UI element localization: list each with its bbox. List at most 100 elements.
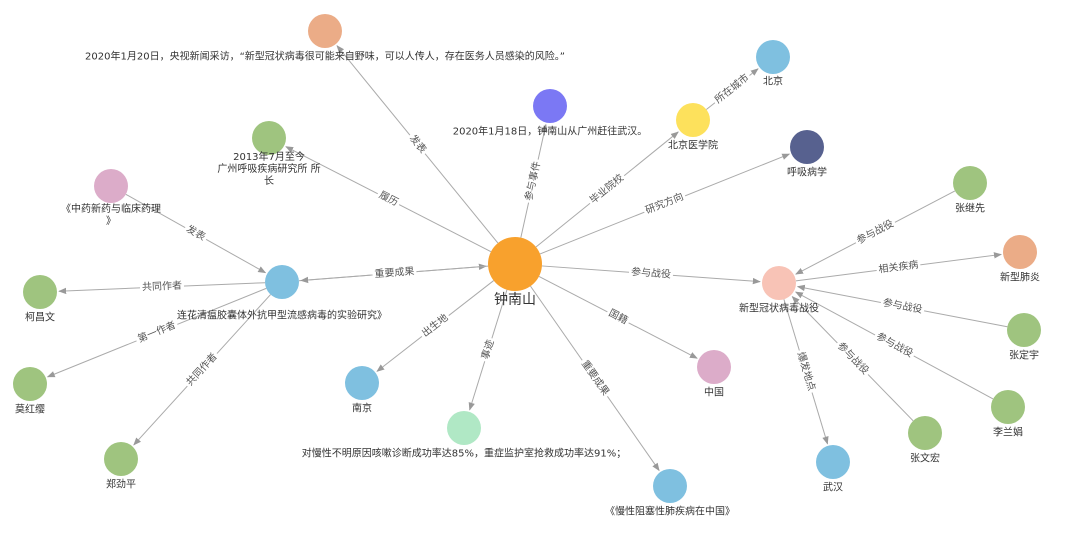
edge-label-background — [832, 338, 874, 380]
node-circle[interactable] — [953, 166, 987, 200]
node-label: 新型肺炎 — [1000, 271, 1040, 284]
edge-label: 参与战役 — [631, 265, 672, 281]
node-label: 《慢性阻塞性肺疾病在中国》 — [605, 505, 735, 518]
node-china[interactable]: 中国 — [697, 350, 731, 399]
edge-zhong-china: 国籍 — [538, 275, 698, 359]
edge-label: 相关疾病 — [878, 258, 919, 276]
node-circle[interactable] — [1007, 313, 1041, 347]
node-label: 中国 — [704, 386, 724, 399]
node-covid[interactable]: 新型冠状病毒战役 — [739, 266, 819, 315]
node-copd[interactable]: 《慢性阻塞性肺疾病在中国》 — [605, 469, 735, 518]
edge-covid-pneumonia: 相关疾病 — [795, 252, 1002, 282]
node-zhengjinping[interactable]: 郑劲平 — [104, 442, 138, 491]
edge-zhong-nanjing: 出生地 — [376, 280, 494, 372]
edge-label-background — [852, 216, 899, 249]
edge-label-background — [182, 348, 223, 391]
edge-label: 爆发地点 — [795, 350, 819, 392]
node-event18[interactable]: 2020年1月18日，钟南山从广州赶往武汉。 — [453, 89, 648, 138]
edge-label-background — [404, 130, 431, 159]
node-achieve[interactable]: 对慢性不明原因咳嗽诊断成功率达85%，重症监护室抢救成功率达91%； — [302, 411, 626, 460]
edge-label-background — [585, 170, 629, 209]
edge-label: 重要成果 — [579, 358, 613, 398]
node-zhangwenhong[interactable]: 张文宏 — [908, 416, 942, 465]
edge-label-background — [576, 356, 614, 401]
node-circle[interactable] — [104, 442, 138, 476]
node-label: 南京 — [352, 402, 372, 415]
edge-label-background — [641, 189, 688, 219]
node-label: 新型冠状病毒战役 — [739, 302, 819, 315]
node-circle[interactable] — [94, 169, 128, 203]
node-circle[interactable] — [697, 350, 731, 384]
edge-zhong-paper: 重要成果 — [300, 264, 489, 284]
node-circle[interactable] — [265, 265, 299, 299]
node-circle[interactable] — [308, 14, 342, 48]
node-zhangjixian[interactable]: 张继先 — [953, 166, 987, 215]
edge-label-background — [710, 69, 754, 109]
nodes-layer: 钟南山 2020年1月20日，央视新闻采访，“新型冠状病毒很可能来自野味，可以人传… — [13, 14, 1041, 518]
node-circle[interactable] — [1003, 235, 1037, 269]
edge-label-background — [521, 158, 545, 205]
edges-layer: 发表参与事件履历毕业院校所在城市研究方向共同作者重要成果发表共同作者第一作者共同… — [46, 45, 1008, 472]
edge-label: 研究方向 — [643, 190, 685, 217]
edge-label-background — [792, 348, 819, 395]
node-wuhan[interactable]: 武汉 — [816, 445, 850, 494]
node-kechangwen[interactable]: 柯昌文 — [23, 275, 57, 324]
edge-label-background — [372, 264, 417, 282]
edge-label: 所在城市 — [712, 71, 751, 106]
node-label: 北京 — [763, 75, 783, 88]
edge-pkmc-beijing: 所在城市 — [706, 68, 759, 110]
edge-label-background — [133, 317, 180, 348]
node-label: 连花清瘟胶囊体外抗甲型流感病毒的实验研究》 — [177, 309, 387, 322]
node-circle[interactable] — [756, 40, 790, 74]
edge-zhong-resume: 履历 — [285, 146, 492, 253]
edge-label-background — [871, 328, 918, 363]
node-circle[interactable] — [816, 445, 850, 479]
node-quote[interactable]: 2020年1月20日，央视新闻采访，“新型冠状病毒很可能来自野味，可以人传人，存… — [85, 14, 565, 63]
node-zhong[interactable]: 钟南山 — [488, 237, 542, 308]
edge-label-background — [181, 221, 210, 246]
node-pneumonia[interactable]: 新型肺炎 — [1000, 235, 1040, 284]
node-label: 对慢性不明原因咳嗽诊断成功率达85%，重症监护室抢救成功率达91%； — [302, 447, 626, 460]
node-circle[interactable] — [447, 411, 481, 445]
node-circle[interactable] — [908, 416, 942, 450]
node-circle[interactable] — [488, 237, 542, 291]
node-nanjing[interactable]: 南京 — [345, 366, 379, 415]
node-mohongying[interactable]: 莫红缨 — [13, 367, 47, 416]
node-circle[interactable] — [653, 469, 687, 503]
node-resp[interactable]: 呼吸病学 — [787, 130, 827, 179]
node-circle[interactable] — [13, 367, 47, 401]
edge-label-background — [417, 309, 454, 342]
node-circle[interactable] — [23, 275, 57, 309]
node-circle[interactable] — [991, 390, 1025, 424]
node-label: 郑劲平 — [106, 478, 136, 491]
node-pkmc[interactable]: 北京医学院 — [668, 103, 718, 152]
edge-zhong-resp: 研究方向 — [539, 153, 791, 255]
node-circle[interactable] — [252, 121, 286, 155]
node-beijing[interactable]: 北京 — [756, 40, 790, 88]
edge-label: 毕业院校 — [587, 171, 626, 206]
edge-zhong-copd: 重要成果 — [530, 285, 660, 472]
node-label: 武汉 — [823, 481, 843, 494]
node-label: 张定宇 — [1009, 349, 1039, 362]
edge-zhong-quote: 发表 — [336, 45, 499, 244]
node-circle[interactable] — [762, 266, 796, 300]
edge-label-background — [875, 257, 922, 278]
node-label: 北京医学院 — [668, 139, 718, 152]
node-label: 莫红缨 — [15, 403, 45, 416]
edge-covid-wuhan: 爆发地点 — [783, 299, 829, 445]
node-zhangdingyu[interactable]: 张定宇 — [1007, 313, 1041, 362]
node-circle[interactable] — [345, 366, 379, 400]
edge-zhong-covid: 参与战役 — [541, 265, 761, 285]
node-circle[interactable] — [790, 130, 824, 164]
node-journal[interactable]: 《中药新药与临床药理》 — [61, 169, 161, 227]
edge-label-background — [374, 187, 403, 211]
node-paper[interactable]: 连花清瘟胶囊体外抗甲型流感病毒的实验研究》 — [177, 265, 387, 322]
node-lilanjuan[interactable]: 李兰娟 — [991, 390, 1025, 439]
node-label: 《中药新药与临床药理》 — [61, 202, 161, 227]
edge-label-background — [478, 336, 499, 364]
edge-label: 共同作者 — [184, 351, 220, 389]
node-circle[interactable] — [533, 89, 567, 123]
node-resume[interactable]: 2013年7月至今广州呼吸疾病研究所 所长 — [217, 121, 321, 187]
node-circle[interactable] — [676, 103, 710, 137]
